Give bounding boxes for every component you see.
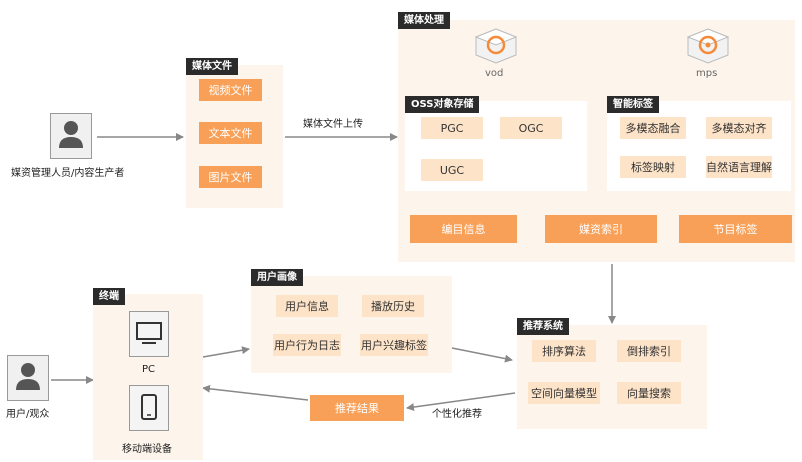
person-icon [16,363,40,390]
upload-label: 媒体文件上传 [303,119,363,130]
output-program-tags: 节目标签 [679,215,792,243]
viewer-label: 用户/观众 [6,409,50,420]
media-file-video: 视频文件 [199,79,262,101]
user-profile-title: 用户画像 [251,269,303,286]
output-catalog: 编目信息 [410,215,517,243]
arrow-rec-to-result [406,392,516,411]
vod-service-icon [474,28,518,64]
mobile-phone-icon [141,394,157,420]
terminal-title: 终端 [93,288,125,305]
rec-result: 推荐结果 [310,395,404,421]
profile-behavior-log: 用户行为日志 [273,334,341,356]
arrow-terminal-to-profile [202,346,250,358]
profile-user-info: 用户信息 [276,295,338,317]
mps-service-icon [686,28,730,64]
mobile-label: 移动端设备 [122,444,172,455]
mobile-device [129,385,169,431]
personalized-rec-label: 个性化推荐 [432,409,482,420]
recommendation-title: 推荐系统 [517,318,569,335]
profile-interest-tags: 用户兴趣标签 [360,334,428,356]
viewer-avatar [7,355,49,401]
smart-tag-alignment: 多模态对齐 [706,117,772,139]
media-processing-title: 媒体处理 [398,12,450,29]
user-profile-panel [251,276,452,373]
profile-play-history: 播放历史 [362,295,424,317]
rec-vector-space-model: 空间向量模型 [528,382,600,404]
monitor-icon [136,322,162,344]
pc-device [129,311,169,357]
media-file-image: 图片文件 [199,166,262,188]
media-file-text: 文本文件 [199,122,262,144]
rec-ranking-algorithm: 排序算法 [532,340,596,362]
vod-label: vod [485,68,504,79]
oss-pgc: PGC [421,117,483,139]
smart-tag-mapping: 标签映射 [620,156,686,178]
smart-tags-title: 智能标签 [607,96,659,113]
rec-inverted-index: 倒排索引 [617,340,681,362]
manager-avatar [50,113,92,159]
person-icon [59,121,83,148]
oss-ogc: OGC [500,117,562,139]
arrow-result-to-terminal [202,384,309,401]
smart-tag-nlu: 自然语言理解 [706,156,772,178]
oss-ugc: UGC [421,159,483,181]
mps-label: mps [696,68,718,79]
smart-tag-fusion: 多模态融合 [620,117,686,139]
rec-vector-search: 向量搜索 [617,382,681,404]
output-media-index: 媒资索引 [545,215,657,243]
manager-label: 媒资管理人员/内容生产者 [11,168,125,179]
pc-label: PC [142,364,156,375]
arrow-profile-to-rec [451,347,513,363]
media-files-title: 媒体文件 [186,58,238,75]
oss-title: OSS对象存储 [405,96,480,113]
